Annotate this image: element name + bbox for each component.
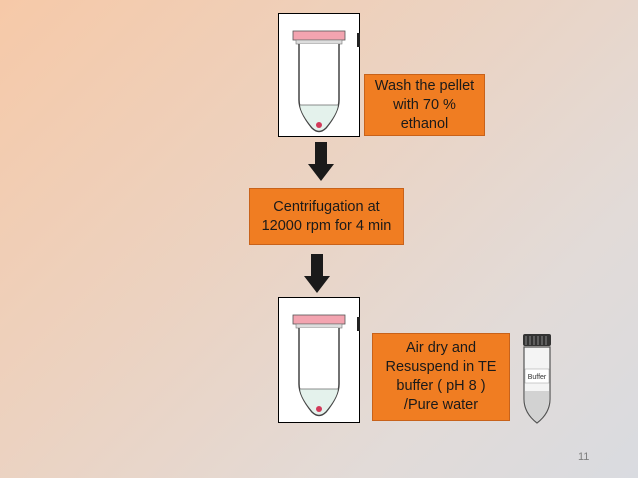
down-arrow-icon (308, 142, 334, 181)
down-arrow-icon (304, 254, 330, 293)
tube-side-tick-bottom (357, 317, 360, 331)
buffer-tube-icon: Buffer (523, 334, 551, 424)
tube-illustration-bottom (278, 297, 360, 423)
buffer-tube-label: Buffer (528, 374, 547, 381)
tube-illustration-top (278, 13, 360, 137)
centrifuge-tube-icon (292, 314, 346, 417)
resuspend-step-line-4: /Pure water (403, 397, 479, 413)
centrifugation-step-line-1: Centrifugation at (273, 198, 380, 215)
centrifugation-step-line-2: 12000 rpm for 4 min (261, 217, 392, 234)
resuspend-step-line-1: Air dry and (405, 340, 477, 356)
wash-step-line-1: Wash the pellet (374, 77, 475, 94)
tube-side-tick-top (357, 33, 360, 47)
resuspend-step-box: Air dry and Resuspend in TE buffer ( pH … (372, 333, 510, 421)
wash-step-line-2: with 70 % (393, 96, 456, 113)
resuspend-step-line-3: buffer ( pH 8 ) (396, 378, 486, 394)
wash-step-line-3: ethanol (400, 115, 449, 132)
centrifugation-step-box: Centrifugation at 12000 rpm for 4 min (249, 188, 404, 245)
resuspend-step-line-2: Resuspend in TE (385, 359, 497, 375)
centrifuge-tube-icon (292, 30, 346, 133)
page-number: 11 (578, 451, 590, 463)
wash-step-box: Wash the pellet with 70 % ethanol (364, 74, 485, 136)
